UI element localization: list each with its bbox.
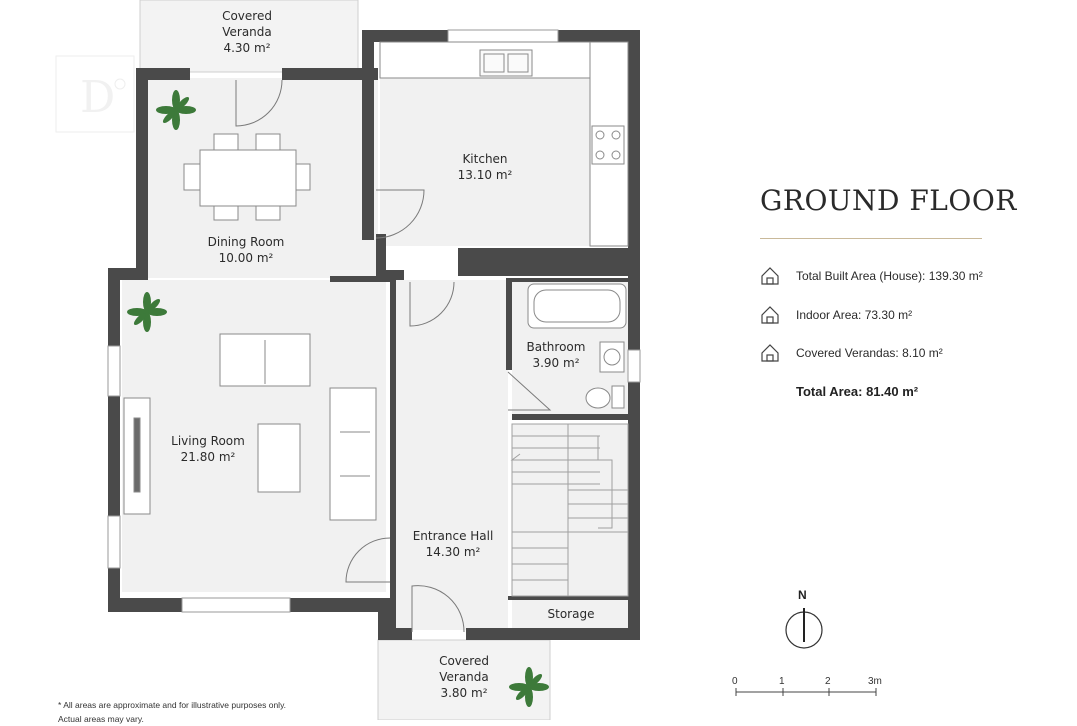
north-label: N: [798, 588, 807, 602]
stat-verandas: Covered Verandas: 8.10 m²: [760, 345, 943, 361]
stat-total-built-text: Total Built Area (House): 139.30 m²: [796, 269, 983, 283]
living-room-name: Living Room: [171, 434, 245, 448]
house-icon: [761, 306, 779, 324]
windows: [107, 29, 641, 613]
veranda-top-name-2: Veranda: [222, 25, 272, 39]
living-room-area: 21.80 m²: [180, 450, 236, 464]
floor-title: GROUND FLOOR: [760, 184, 1017, 217]
house-icon: [761, 344, 779, 362]
living-furniture: [123, 333, 377, 521]
scale-tick-2: 2: [825, 676, 831, 687]
footnote-line-2: Actual areas may vary.: [58, 714, 144, 724]
storage-name: Storage: [547, 607, 595, 621]
stat-verandas-text: Covered Verandas: 8.10 m²: [796, 346, 943, 360]
bathroom-fittings: [527, 283, 627, 409]
dining-room-label: Dining Room 10.00 m²: [186, 234, 306, 266]
entrance-hall-label: Entrance Hall 14.30 m²: [398, 528, 508, 560]
plant-icon: [509, 667, 549, 707]
veranda-bottom-label: Covered Veranda 3.80 m²: [414, 653, 514, 701]
scale-tick-3: 3m: [868, 676, 882, 687]
svg-text:D: D: [80, 72, 115, 123]
veranda-bottom-area: 3.80 m²: [440, 686, 488, 700]
dining-room-name: Dining Room: [207, 235, 285, 249]
scale-tick-1: 1: [779, 676, 785, 687]
veranda-bottom: [377, 639, 551, 720]
doors: [235, 79, 552, 633]
staircase: [510, 423, 629, 597]
storage-label: Storage: [526, 606, 616, 622]
bathroom-label: Bathroom 3.90 m²: [516, 339, 596, 371]
dining-table: [183, 133, 311, 221]
compass-icon: [785, 608, 823, 649]
veranda-top-area: 4.30 m²: [223, 41, 271, 55]
plant-icon: [127, 292, 167, 332]
title-divider: [760, 238, 982, 239]
total-area: Total Area: 81.40 m²: [796, 384, 919, 399]
veranda-top: [139, 0, 359, 73]
dining-room-area: 10.00 m²: [218, 251, 274, 265]
bathroom-area: 3.90 m²: [532, 356, 580, 370]
scale-bar: [735, 688, 877, 696]
stat-indoor-text: Indoor Area: 73.30 m²: [796, 308, 913, 322]
walls: [108, 30, 640, 640]
veranda-bottom-name-1: Covered: [439, 654, 489, 668]
kitchen-label: Kitchen 13.10 m²: [435, 151, 535, 183]
veranda-top-label: Covered Veranda 4.30 m²: [197, 8, 297, 56]
kitchen-name: Kitchen: [462, 152, 508, 166]
bathroom-name: Bathroom: [526, 340, 586, 354]
living-room-label: Living Room 21.80 m²: [148, 433, 268, 465]
stat-indoor: Indoor Area: 73.30 m²: [760, 307, 912, 323]
footnote: * All areas are approximate and for illu…: [58, 698, 286, 726]
kitchen-fittings: [379, 41, 629, 247]
veranda-top-name-1: Covered: [222, 9, 272, 23]
house-icon: [761, 267, 779, 285]
kitchen-area: 13.10 m²: [457, 168, 513, 182]
stat-total-built: Total Built Area (House): 139.30 m²: [760, 268, 983, 284]
scale-tick-0: 0: [732, 676, 738, 687]
entrance-hall-name: Entrance Hall: [412, 529, 494, 543]
plant-icon: [156, 90, 196, 130]
entrance-hall-area: 14.30 m²: [425, 545, 481, 559]
veranda-bottom-name-2: Veranda: [439, 670, 489, 684]
logo-watermark: D: [55, 55, 135, 133]
footnote-line-1: * All areas are approximate and for illu…: [58, 700, 287, 710]
